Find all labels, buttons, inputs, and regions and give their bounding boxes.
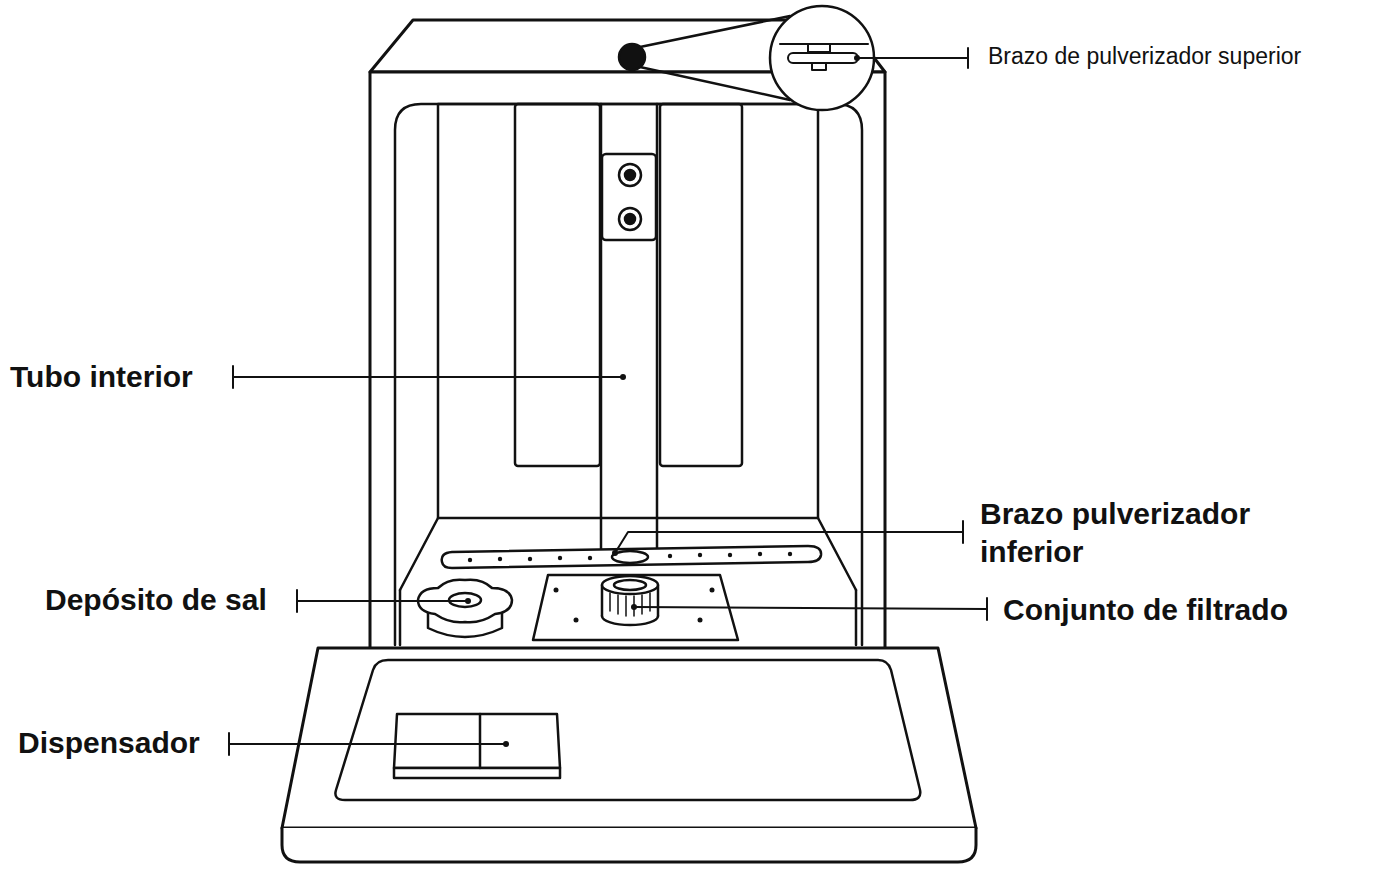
inner-tube [601, 104, 657, 552]
part-label: Tubo interior [10, 358, 193, 396]
leader-lines [229, 48, 987, 755]
tube-port [625, 170, 635, 180]
tube-port [625, 214, 635, 224]
door-recess [335, 660, 920, 800]
filter-cylinder [602, 576, 658, 594]
back-panel [515, 104, 600, 466]
spray-holes [468, 552, 792, 562]
lower-spray-arm [442, 546, 821, 568]
dispenser [394, 714, 560, 768]
floor-edge [399, 590, 402, 645]
callout-line [640, 16, 790, 47]
part-label: Brazo pulverizador inferior [980, 495, 1290, 571]
dispenser [394, 768, 560, 778]
floor-edge [855, 590, 858, 645]
tube-port [619, 208, 641, 230]
floor-edge [818, 518, 856, 590]
part-label: Conjunto de filtrado [1003, 591, 1288, 629]
tube-port [619, 164, 641, 186]
part-label: Depósito de sal [45, 581, 267, 619]
part-label: Dispensador [18, 724, 200, 762]
callout-line [640, 67, 790, 100]
filter-cylinder [614, 580, 646, 590]
tube-bracket [602, 154, 656, 240]
upper-spray-arm [788, 53, 858, 63]
door [282, 648, 976, 828]
back-wall [438, 104, 818, 518]
cabinet-body [370, 72, 885, 652]
door-edge [282, 828, 976, 862]
back-panel [660, 104, 742, 466]
callout-circle [770, 6, 874, 110]
floor-edge [400, 518, 438, 590]
inner-cavity [395, 104, 862, 645]
part-label: Brazo de pulverizador superior [988, 42, 1301, 71]
spray-arm-hub [612, 551, 648, 563]
